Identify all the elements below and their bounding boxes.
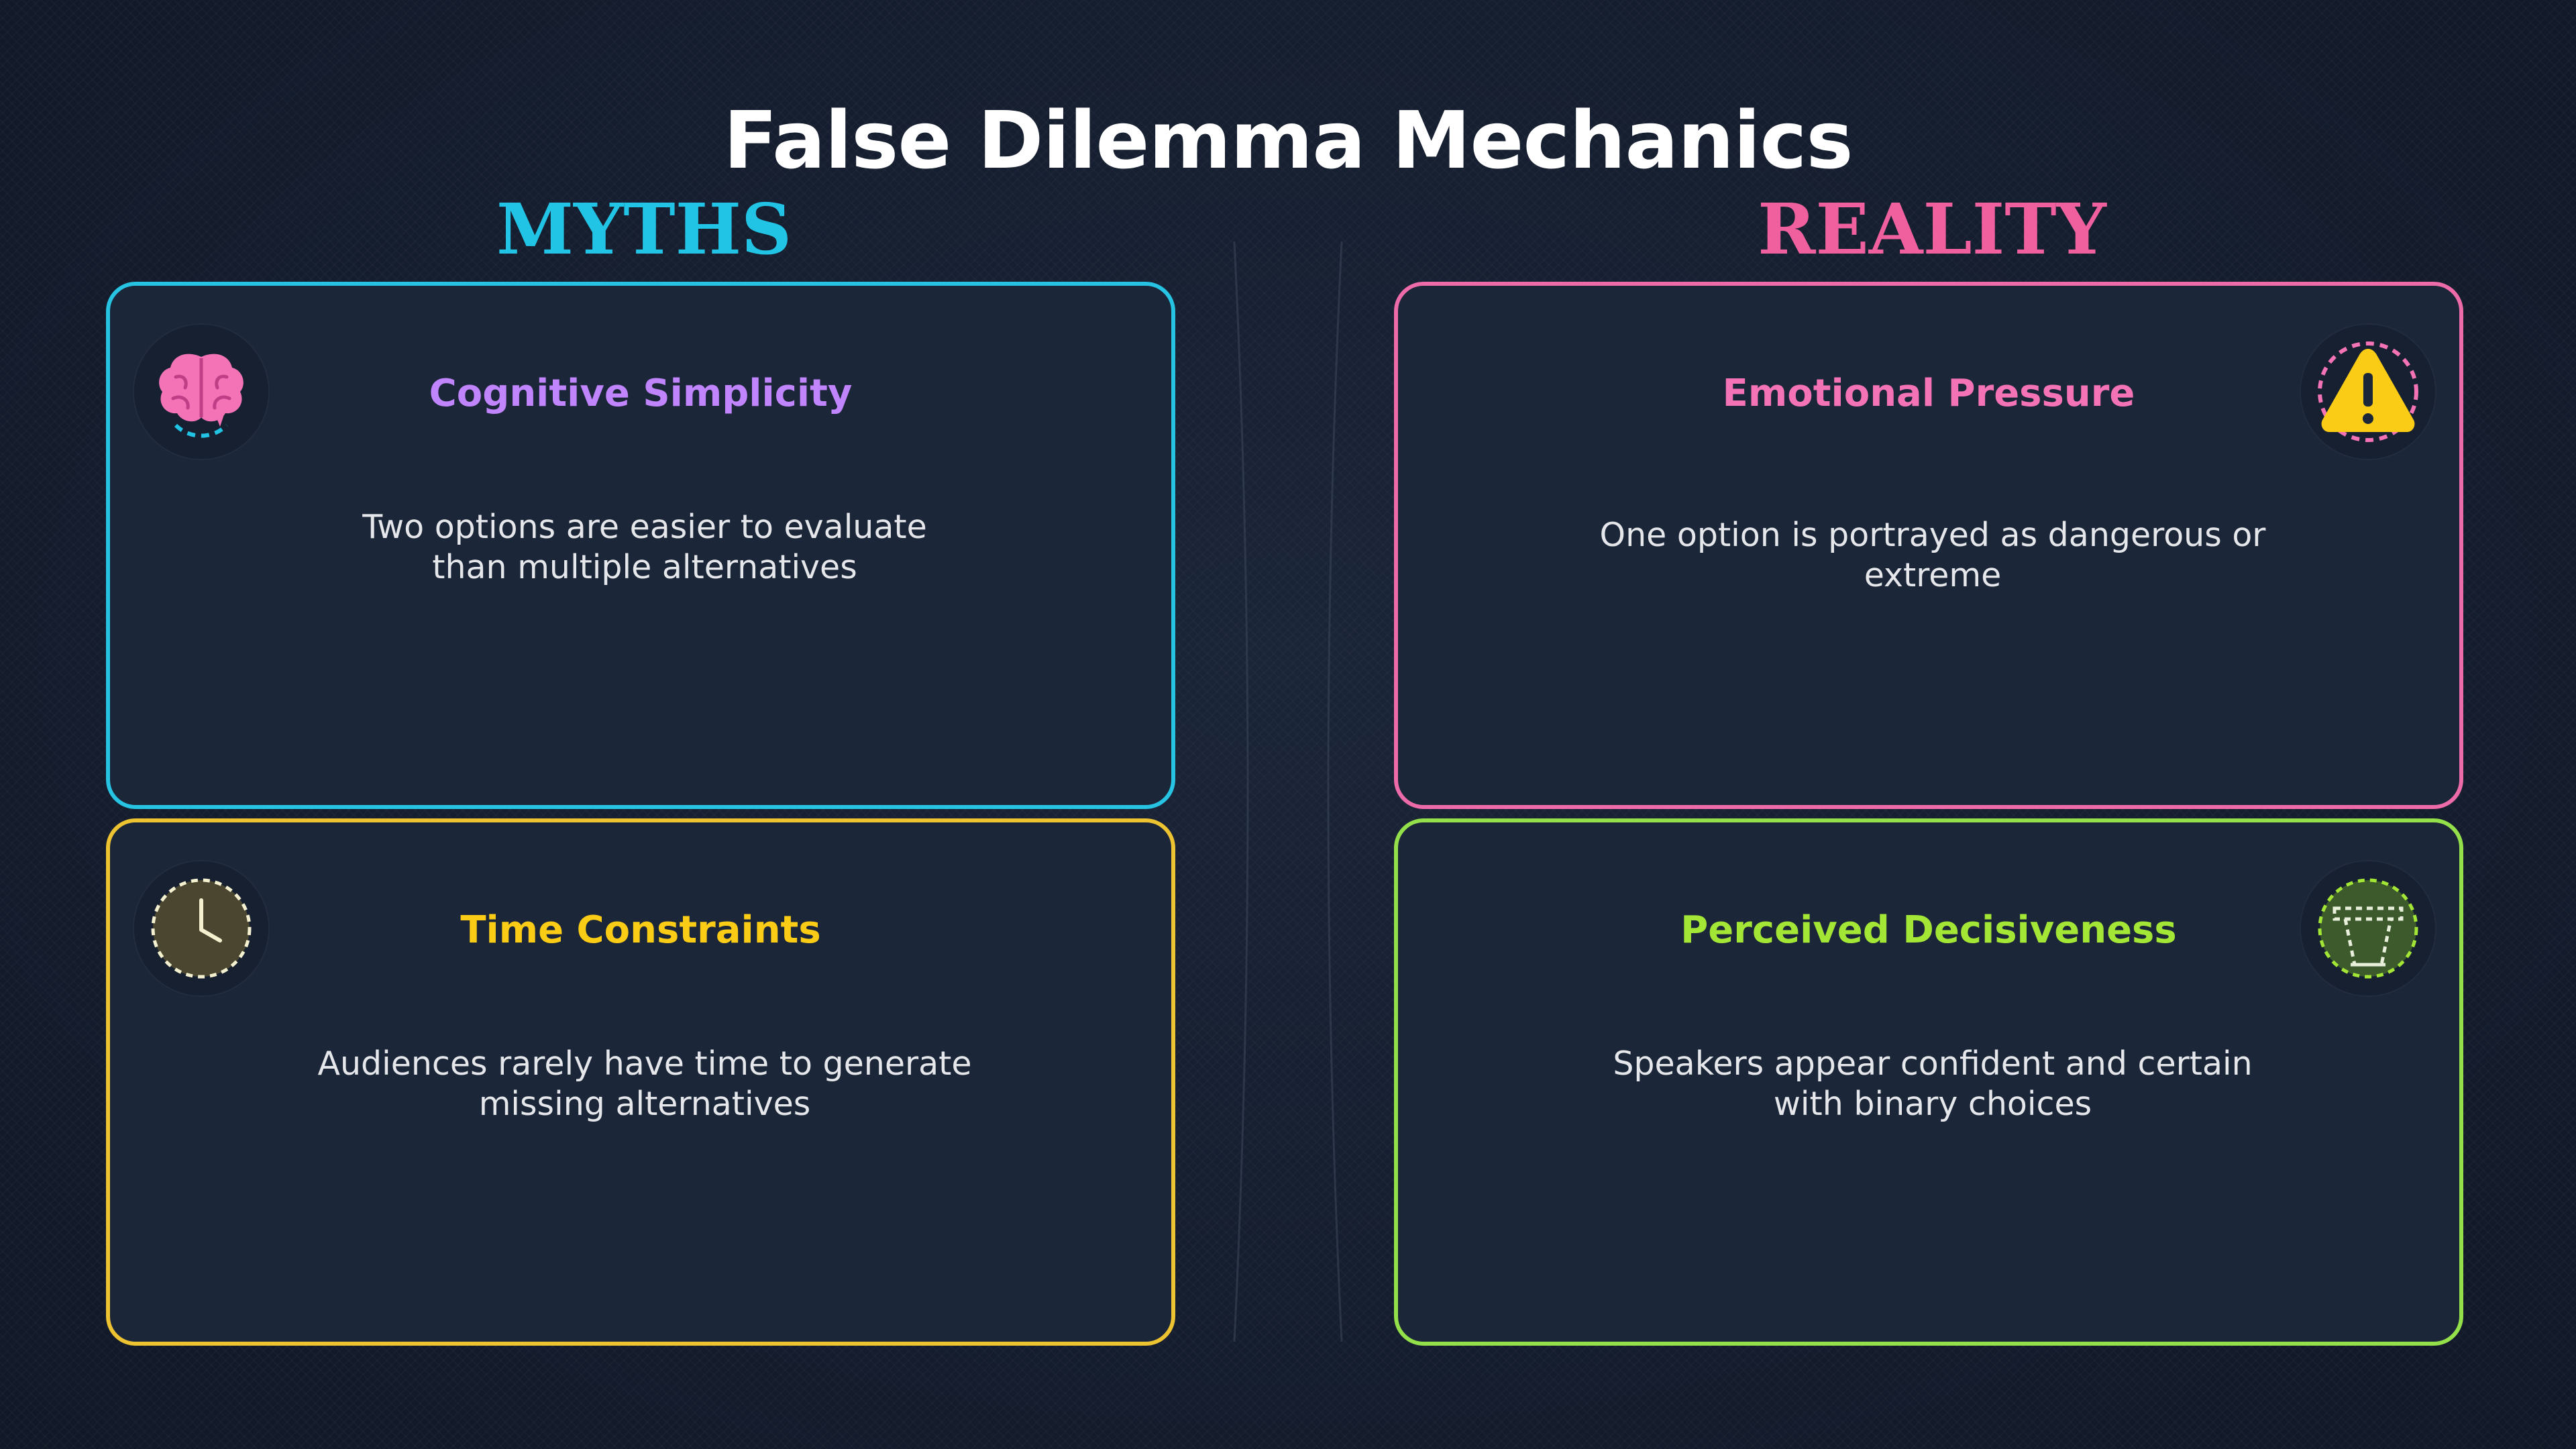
card-description: Audiences rarely have time to generate m…	[244, 1044, 1045, 1124]
card-description-line: than multiple alternatives	[432, 548, 857, 586]
brain-icon	[159, 354, 244, 438]
card-description-line: One option is portrayed as dangerous or …	[1599, 516, 2266, 594]
card-description-line: Audiences rarely have time to generate	[317, 1044, 972, 1083]
card-description-line: with binary choices	[1773, 1085, 2092, 1123]
myths-heading: MYTHS	[496, 188, 792, 270]
card-description-line: Two options are easier to evaluate	[362, 508, 927, 546]
podium-icon-badge	[2301, 861, 2435, 996]
reality-heading: REALITY	[1758, 188, 2106, 270]
brain-icon-badge	[134, 325, 268, 459]
card-description-line: missing alternatives	[478, 1085, 811, 1123]
clock-icon-badge	[134, 861, 268, 996]
card-title: Perceived Decisiveness	[1680, 908, 2177, 952]
center-divider	[1233, 241, 1343, 1342]
card-description: One option is portrayed as dangerous or …	[1532, 515, 2333, 596]
card-emotional-pressure: Emotional Pressure One option is portray…	[1394, 282, 2463, 809]
podium-icon	[2318, 878, 2418, 979]
card-time-constraints: Time Constraints Audiences rarely have t…	[106, 818, 1175, 1346]
clock-icon	[151, 878, 252, 979]
card-description: Speakers appear confident and certain wi…	[1532, 1044, 2333, 1124]
card-title: Cognitive Simplicity	[429, 372, 853, 415]
warning-icon-badge	[2301, 325, 2435, 459]
card-description: Two options are easier to evaluate than …	[244, 507, 1045, 588]
card-perceived-decisiveness: Perceived Decisiveness Speakers appear c…	[1394, 818, 2463, 1346]
card-title: Time Constraints	[460, 908, 821, 952]
card-title: Emotional Pressure	[1722, 372, 2135, 415]
warning-icon	[2318, 341, 2418, 442]
card-cognitive-simplicity: Cognitive Simplicity Two options are eas…	[106, 282, 1175, 809]
page-title: False Dilemma Mechanics	[723, 94, 1853, 186]
card-description-line: Speakers appear confident and certain	[1613, 1044, 2253, 1083]
